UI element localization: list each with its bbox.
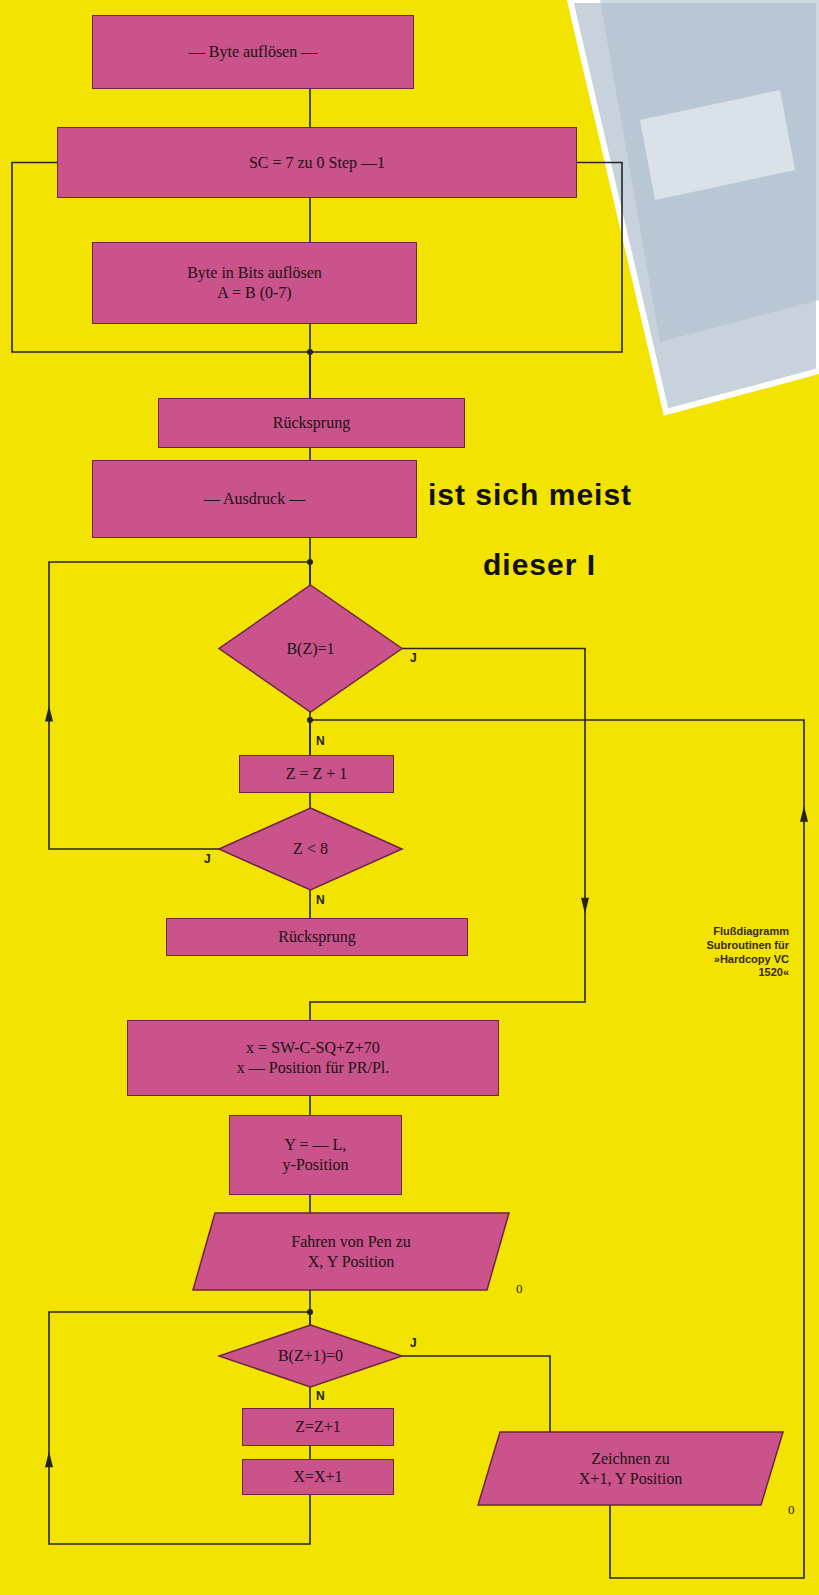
- process-box: Z = Z + 1: [239, 755, 394, 793]
- node-text: Z < 8: [293, 839, 328, 859]
- node-text: x = SW-C-SQ+Z+70: [237, 1038, 389, 1058]
- decision-diamond-outline: [219, 1325, 402, 1387]
- node-text: B(Z)=1: [286, 639, 334, 659]
- node-text: B(Z+1)=0: [278, 1346, 343, 1366]
- connector-line: [402, 1356, 550, 1432]
- figure-caption: Flußdiagramm Subroutinen für »Hardcopy V…: [689, 925, 789, 980]
- branch-label: N: [316, 735, 325, 747]
- io-parallelogram-outline: [478, 1432, 783, 1505]
- connector-line: [309, 89, 311, 127]
- connector-line: [309, 1096, 311, 1115]
- node-text: X=X+1: [293, 1467, 342, 1487]
- node-text: y-Position: [283, 1155, 349, 1175]
- node-text: Z=Z+1: [295, 1417, 341, 1437]
- process-box: Rücksprung: [158, 398, 465, 448]
- io-parallelogram-outline: [193, 1213, 509, 1290]
- io-parallelogram: Zeichnen zu X+1, Y Position: [478, 1432, 783, 1505]
- connector-line: [49, 562, 310, 849]
- node-text-group: Zeichnen zu X+1, Y Position: [576, 1449, 686, 1489]
- node-text: — Byte auflösen —: [189, 42, 317, 62]
- connector-line: [309, 448, 311, 460]
- node-text-group: Z < 8: [293, 839, 328, 859]
- arrow-head: [581, 898, 589, 914]
- io-parallelogram-outline: [193, 1213, 509, 1290]
- magazine-cover-detail: [600, 0, 819, 342]
- node-text: Y = — L,: [283, 1135, 349, 1155]
- connector: [310, 1387, 311, 1408]
- node-text-group: Rücksprung: [278, 927, 355, 947]
- process-box: Z=Z+1: [242, 1408, 394, 1446]
- connector-mark: 0: [788, 1503, 795, 1516]
- node-text-group: B(Z)=1: [286, 639, 334, 659]
- connector-line: [309, 890, 311, 918]
- node-text-group: Fahren von Pen zu X, Y Position: [291, 1232, 411, 1272]
- connector-line: [309, 793, 311, 808]
- connector: [45, 562, 310, 849]
- connector: [310, 1446, 311, 1459]
- node-text-group: Z=Z+1: [295, 1417, 341, 1437]
- connector: [310, 890, 311, 918]
- decision-diamond: B(Z)=1: [219, 585, 402, 712]
- node-text: — Ausdruck —: [204, 489, 305, 509]
- node-text: Fahren von Pen zu X, Y Position: [291, 1232, 411, 1272]
- node-text-group: Z = Z + 1: [286, 764, 348, 784]
- branch-label: N: [316, 894, 325, 906]
- process-box: Rücksprung: [166, 918, 468, 956]
- branch-label: J: [410, 1337, 417, 1349]
- connector-mark: 0: [516, 1282, 523, 1295]
- process-box: SC = 7 zu 0 Step —1: [57, 127, 577, 198]
- arrow-head: [800, 806, 808, 822]
- connector-line: [309, 1387, 311, 1408]
- decision-diamond: Z < 8: [219, 808, 402, 890]
- process-box: x = SW-C-SQ+Z+70x — Position für PR/Pl.: [127, 1020, 499, 1096]
- node-text: Byte in Bits auflösen: [187, 263, 322, 283]
- node-text-group: — Ausdruck —: [204, 489, 305, 509]
- process-box: X=X+1: [242, 1459, 394, 1495]
- node-text: SC = 7 zu 0 Step —1: [249, 153, 385, 173]
- node-text-group: Rücksprung: [273, 413, 350, 433]
- process-box: — Ausdruck —: [92, 460, 417, 538]
- connector-line: [309, 1446, 311, 1459]
- io-parallelogram-outline: [478, 1432, 783, 1505]
- process-box: — Byte auflösen —: [92, 15, 414, 89]
- node-text-group: X=X+1: [293, 1467, 342, 1487]
- node-text-group: — Byte auflösen —: [189, 42, 317, 62]
- node-text: Zeichnen zu X+1, Y Position: [576, 1449, 686, 1489]
- node-text-group: Byte in Bits auflösenA = B (0-7): [187, 263, 322, 303]
- decision-diamond-outline: [219, 808, 402, 890]
- connector: [402, 1356, 550, 1432]
- connector: [310, 198, 311, 242]
- node-text: Z = Z + 1: [286, 764, 348, 784]
- magazine-cover: [570, 0, 819, 412]
- io-parallelogram: Fahren von Pen zu X, Y Position: [193, 1213, 509, 1290]
- connector-line: [309, 1195, 311, 1213]
- background-text: ist sich meist: [428, 478, 632, 511]
- arrow-head: [45, 1451, 53, 1467]
- connector: [310, 89, 311, 127]
- connector: [310, 1195, 311, 1213]
- node-text-group: x = SW-C-SQ+Z+70x — Position für PR/Pl.: [237, 1038, 389, 1078]
- background-text: dieser I: [483, 548, 596, 581]
- node-text: Rücksprung: [273, 413, 350, 433]
- node-text: A = B (0-7): [187, 283, 322, 303]
- node-text-group: SC = 7 zu 0 Step —1: [249, 153, 385, 173]
- node-text-group: B(Z+1)=0: [278, 1346, 343, 1366]
- connector-line: [309, 198, 311, 242]
- process-box: Y = — L,y-Position: [229, 1115, 402, 1195]
- magazine-cover-detail: [640, 90, 795, 200]
- node-text: x — Position für PR/Pl.: [237, 1058, 389, 1078]
- process-box: Byte in Bits auflösenA = B (0-7): [92, 242, 417, 324]
- arrow-head: [45, 706, 53, 722]
- connector: [310, 1096, 311, 1115]
- connector: [310, 793, 311, 808]
- node-text: Rücksprung: [278, 927, 355, 947]
- decision-diamond: B(Z+1)=0: [219, 1325, 402, 1387]
- connector: [310, 448, 311, 460]
- node-text-group: Y = — L,y-Position: [283, 1135, 349, 1175]
- branch-label: J: [410, 652, 417, 664]
- branch-label: J: [204, 853, 211, 865]
- branch-label: N: [316, 1390, 325, 1402]
- decision-diamond-outline: [219, 585, 402, 712]
